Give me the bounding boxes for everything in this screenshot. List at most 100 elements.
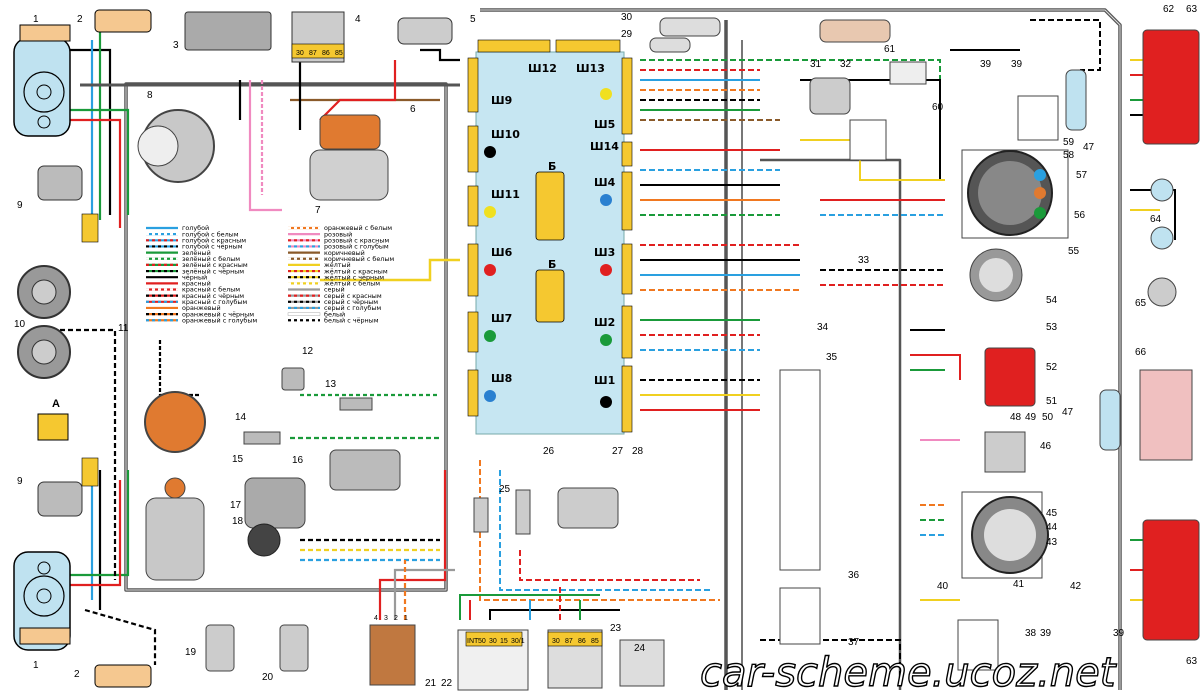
- legend-item: розовый с голубым: [288, 243, 389, 251]
- legend-label: белый: [324, 310, 345, 318]
- legend-label: жёлтый: [324, 261, 351, 269]
- legend-item: красный с чёрным: [146, 292, 244, 300]
- legend-item: серый: [288, 286, 345, 294]
- block-21-icon: [369, 624, 416, 686]
- legend-label: розовый с красным: [324, 237, 389, 245]
- legend-item: жёлтый: [288, 261, 351, 269]
- hazard-relay-24-icon: [619, 639, 665, 687]
- brake-warning-46-icon: [984, 431, 1026, 473]
- legend-item: чёрный: [146, 273, 207, 281]
- component-number: 29: [621, 29, 633, 40]
- ignition-pin-label: INT: [467, 638, 479, 645]
- component-number: 21: [425, 678, 437, 689]
- component-number: 55: [1068, 246, 1080, 257]
- headlight-left-bottom-icon: [13, 551, 71, 651]
- switch-25-icon: [473, 497, 489, 533]
- legend-item: оранжевый с чёрным: [146, 310, 254, 318]
- component-number: 4: [355, 14, 361, 25]
- connector-label: Ш14: [590, 140, 619, 153]
- component-number: 34: [817, 322, 829, 333]
- legend-item: белый: [287, 310, 345, 318]
- component-number: 47: [1062, 407, 1074, 418]
- component-number: 39: [1113, 628, 1125, 639]
- ignition-pin-label: 30: [489, 638, 497, 645]
- component-number: 41: [1013, 579, 1025, 590]
- components-right: [457, 17, 1200, 691]
- plate-lamp-64a-icon: [1150, 178, 1174, 202]
- ignition-coil-icon: [145, 497, 205, 581]
- connector-label: Ш13: [576, 62, 605, 75]
- component-number: 11: [118, 323, 129, 334]
- component-number: 66: [1135, 347, 1147, 358]
- component-number: 1: [33, 660, 39, 671]
- legend-item: зелёный с белым: [146, 255, 240, 263]
- legend-item: красный с голубым: [146, 298, 247, 306]
- solenoid-5-icon: [397, 17, 453, 45]
- component-number: 48: [1010, 412, 1022, 423]
- component-number: 12: [302, 346, 314, 357]
- connector-label: Ш11: [491, 188, 520, 201]
- switch-26-icon: [515, 489, 531, 535]
- legend-label: серый с чёрным: [324, 298, 378, 306]
- component-number: 16: [292, 455, 304, 466]
- oil-sensor-icon: [339, 397, 373, 411]
- ignition-pin-label: 50: [478, 638, 486, 645]
- component-number: 63: [1186, 4, 1198, 15]
- component-number: 20: [262, 672, 274, 683]
- legend-item: оранжевый с белым: [288, 224, 392, 232]
- sidelight-bottom-icon: [94, 664, 152, 688]
- mounting-block: [467, 39, 633, 435]
- component-number: 8: [147, 90, 153, 101]
- component-number: 2: [74, 669, 80, 680]
- component-number: 9: [17, 200, 23, 211]
- legend-item: серый с голубым: [288, 304, 381, 312]
- component-number: 10: [14, 319, 26, 330]
- connector-label: Ш8: [491, 372, 512, 385]
- legend-item: оранжевый с голубым: [146, 316, 257, 324]
- component-number: 51: [1046, 396, 1058, 407]
- component-number: 59: [1063, 137, 1075, 148]
- legend-item: зелёный с чёрным: [146, 267, 244, 275]
- connector-label: Ш3: [594, 246, 615, 259]
- lamp-29-icon: [649, 37, 691, 53]
- connector-label: А: [52, 398, 60, 410]
- legend-item: белый с чёрным: [288, 316, 379, 324]
- legend-label: белый с чёрным: [324, 316, 379, 324]
- legend-label: серый с красным: [324, 292, 382, 300]
- legend-label: голубой: [182, 224, 209, 232]
- legend-item: жёлтый с красным: [288, 267, 388, 275]
- connector-label: Б: [548, 160, 556, 173]
- connector-label: Ш1: [594, 374, 615, 387]
- legend-item: голубой: [146, 224, 209, 232]
- tachometer-icon: [961, 491, 1049, 579]
- legend-label: серый с голубым: [324, 304, 381, 312]
- connector-label: Ш12: [528, 62, 557, 75]
- legend-item: серый с чёрным: [288, 298, 378, 306]
- fuel-sender-65-icon: [1147, 277, 1177, 307]
- legend-item: коричневый: [288, 249, 365, 257]
- component-number: 39: [980, 59, 992, 70]
- legend-item: красный: [146, 280, 211, 288]
- component-number: 58: [1063, 150, 1075, 161]
- relay-pin-label: 85: [591, 638, 599, 645]
- component-number: 36: [848, 570, 860, 581]
- connector-label: Ш6: [491, 246, 513, 259]
- component-number: 23: [610, 623, 622, 634]
- rear-heater-66-icon: [1139, 369, 1193, 461]
- plate-lamp-64b-icon: [1150, 226, 1174, 250]
- washer-pump-icon: [247, 523, 281, 557]
- wiper-relay-27-icon: [557, 487, 619, 529]
- component-number: 24: [634, 643, 646, 654]
- component-number: 6: [410, 104, 416, 115]
- components-left: [13, 9, 453, 688]
- component-number: 65: [1135, 298, 1147, 309]
- connector-label: Ш7: [491, 312, 512, 325]
- right-wiring: [459, 19, 1190, 680]
- legend-item: зелёный: [146, 249, 211, 257]
- component-number: 13: [325, 379, 337, 390]
- relay-38-icon: [957, 619, 999, 671]
